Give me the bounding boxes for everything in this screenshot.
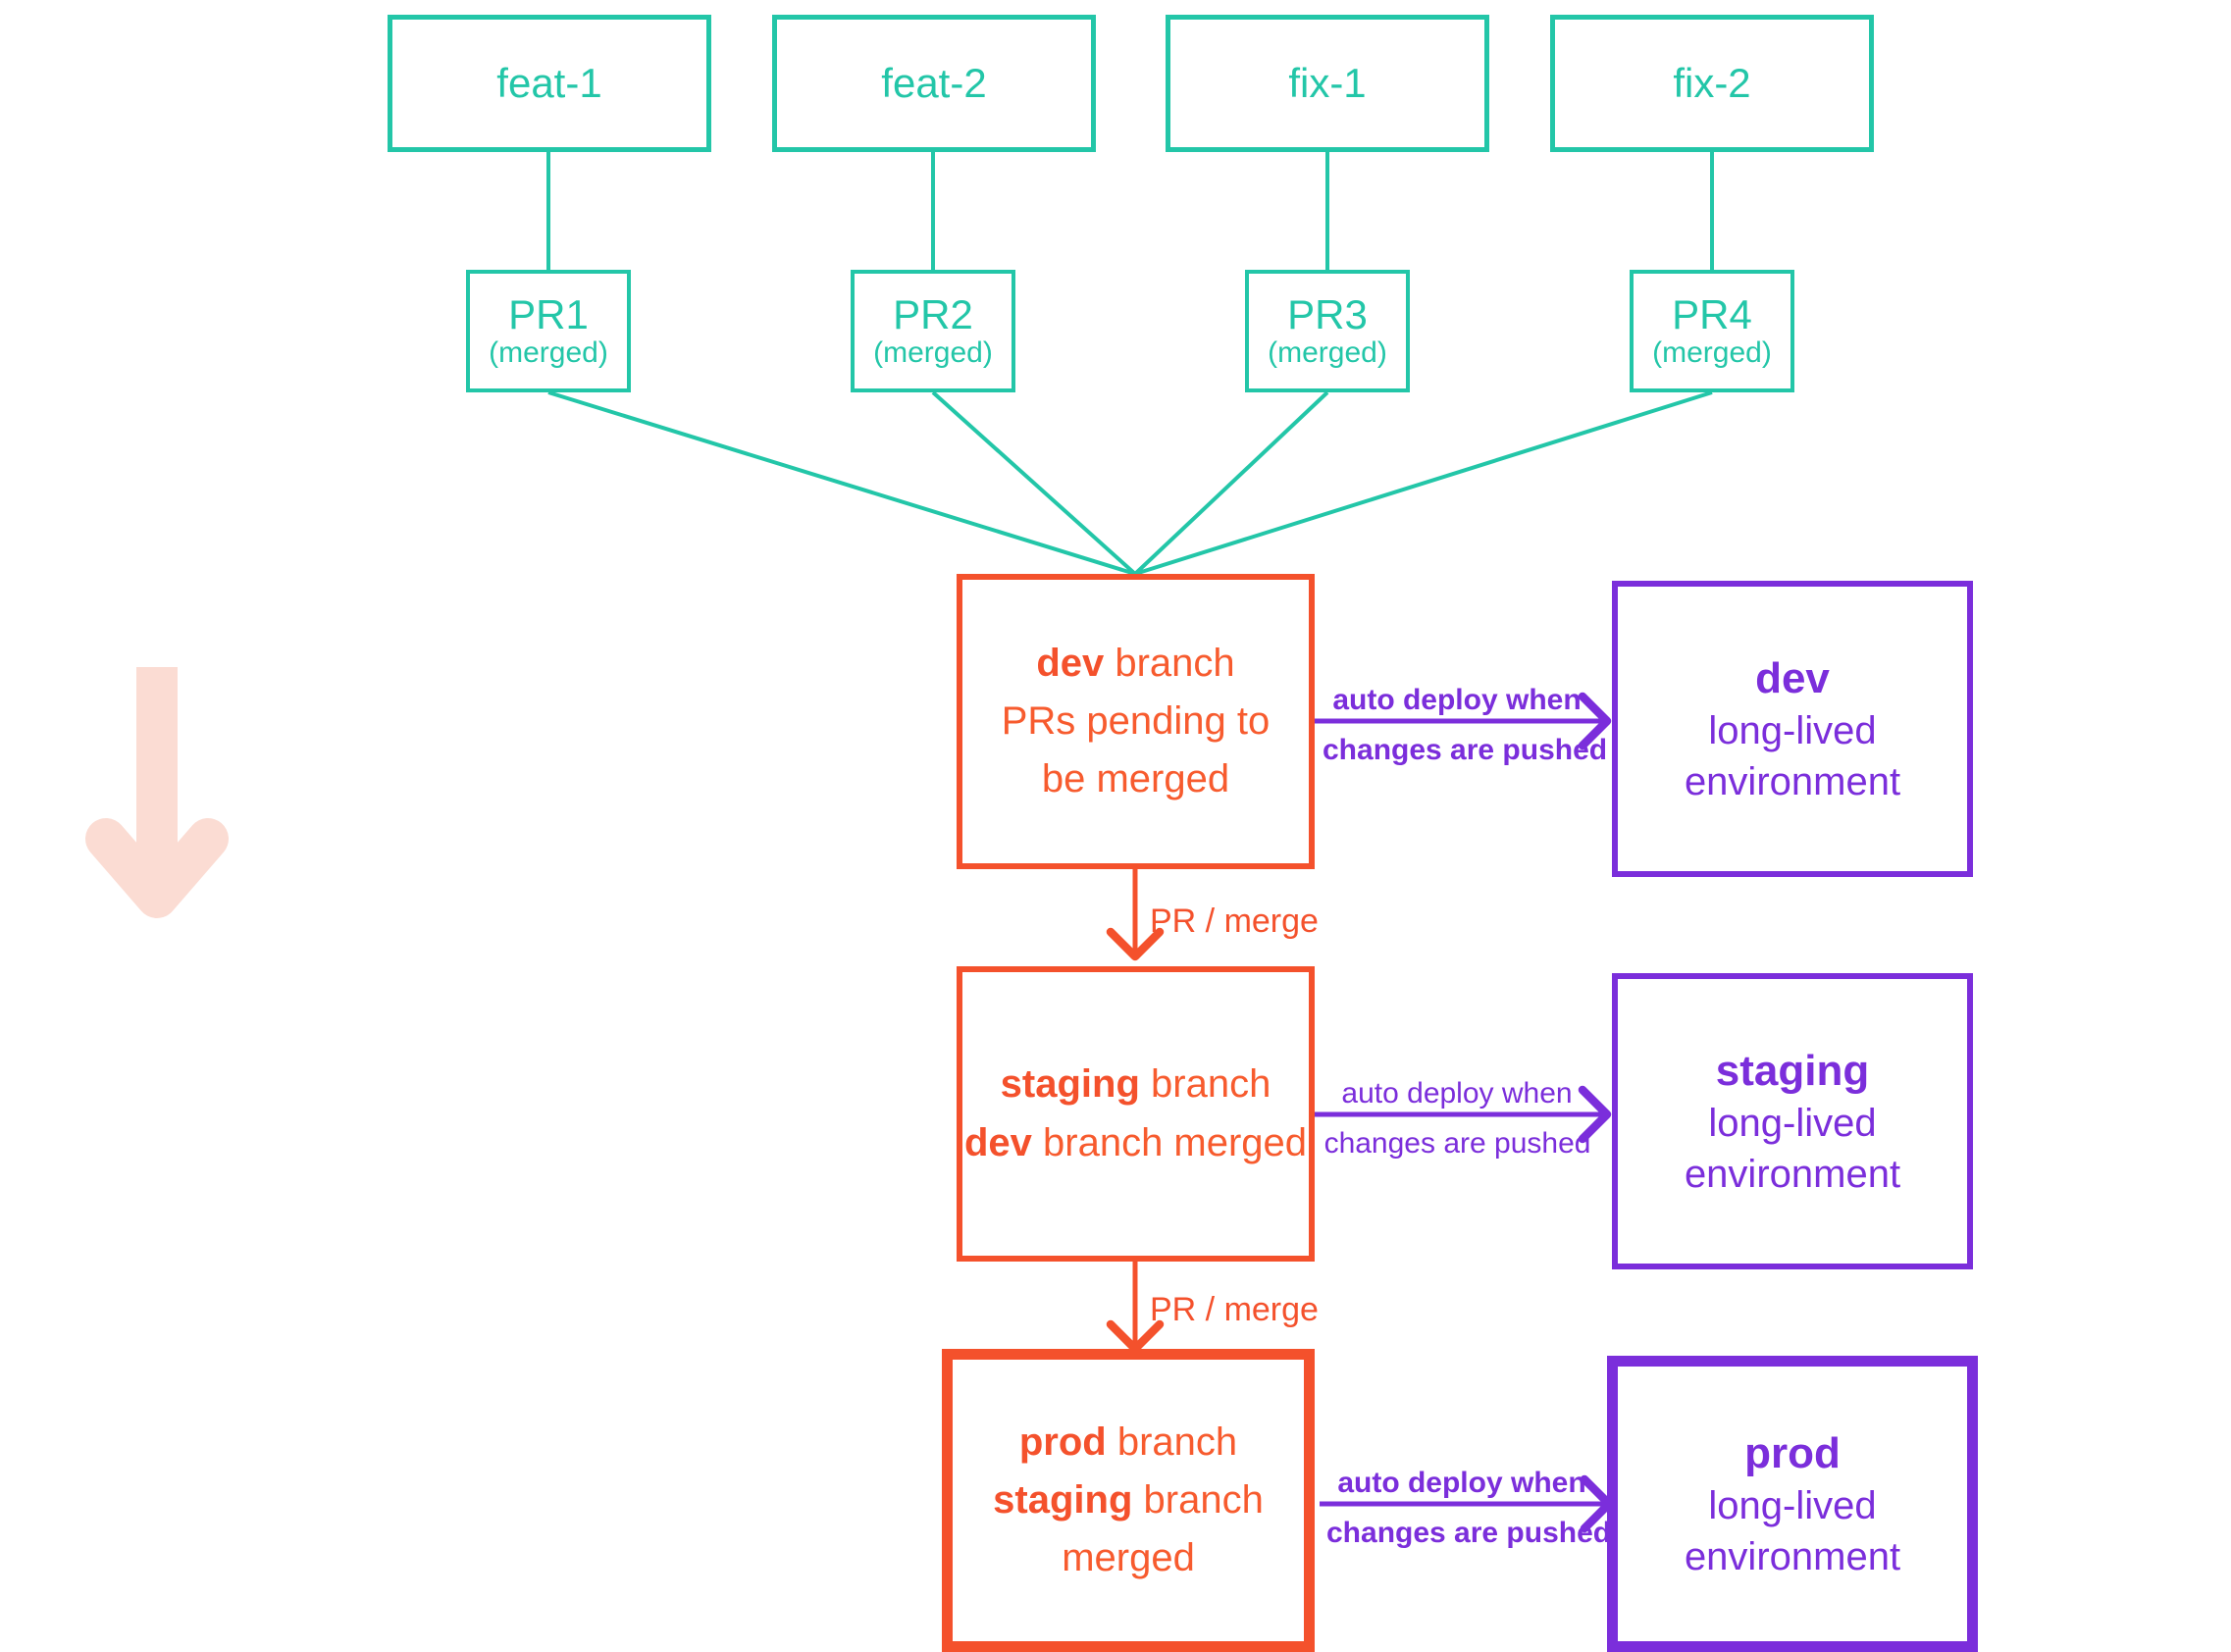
merge-label-staging-to-prod: PR / merge	[1150, 1291, 1319, 1328]
branch-detail-text: be merged	[1041, 757, 1230, 801]
branch-box-staging[interactable]: staging branch dev branch merged	[957, 966, 1315, 1262]
branch-detail-text: merged	[1062, 1536, 1195, 1580]
branch-title-suffix: branch	[1139, 1062, 1271, 1107]
branch-detail-line: staging branch	[993, 1471, 1264, 1529]
feature-branch-box-fix-1[interactable]: fix-1	[1166, 15, 1489, 152]
pull-request-name: PR3	[1287, 290, 1368, 337]
feature-branch-box-fix-2[interactable]: fix-2	[1550, 15, 1874, 152]
deploy-label-prod-bottom: changes are pushed	[1326, 1517, 1612, 1549]
environment-sub-line-1: long-lived	[1708, 1484, 1877, 1528]
environment-name: staging	[1715, 1047, 1870, 1096]
feature-branch-box-feat-2[interactable]: feat-2	[772, 15, 1096, 152]
environment-sub-line-2: environment	[1684, 759, 1901, 803]
feature-to-pr-connectors	[546, 152, 1714, 270]
branch-detail-emphasis: dev	[963, 1120, 1032, 1164]
branch-detail-line: PRs pending to	[1002, 693, 1271, 750]
pull-request-box-pr1[interactable]: PR1 (merged)	[466, 270, 631, 392]
deploy-label-dev-bottom: changes are pushed	[1323, 734, 1608, 766]
pull-request-status: (merged)	[1268, 336, 1387, 370]
environment-name: prod	[1744, 1429, 1841, 1478]
pull-request-name: PR4	[1672, 290, 1752, 337]
branch-title: staging branch	[1001, 1056, 1271, 1113]
branch-name: dev	[1036, 641, 1105, 685]
environment-sub-line-2: environment	[1684, 1152, 1901, 1196]
branch-box-prod[interactable]: prod branch staging branch merged	[942, 1349, 1315, 1652]
deploy-label-staging-top: auto deploy when	[1341, 1077, 1573, 1110]
branch-title-suffix: branch	[1106, 1420, 1238, 1464]
pull-request-status: (merged)	[873, 336, 993, 370]
environment-box-staging[interactable]: staging long-lived environment	[1612, 973, 1973, 1269]
environment-box-dev[interactable]: dev long-lived environment	[1612, 581, 1973, 877]
pull-request-box-pr2[interactable]: PR2 (merged)	[851, 270, 1015, 392]
deploy-label-prod-top: auto deploy when	[1337, 1467, 1586, 1499]
branch-detail-text: branch merged	[1031, 1120, 1308, 1164]
branch-name: staging	[1000, 1062, 1140, 1107]
environment-name: dev	[1755, 654, 1830, 703]
feature-branch-label: feat-1	[496, 59, 602, 106]
branch-detail-line: merged	[1062, 1529, 1195, 1587]
branch-detail-line: be merged	[1042, 750, 1229, 808]
pull-request-box-pr4[interactable]: PR4 (merged)	[1630, 270, 1794, 392]
branch-detail-text: branch	[1132, 1477, 1264, 1522]
branch-detail-text: PRs pending to	[1001, 698, 1271, 743]
downward-flow-arrow	[85, 667, 229, 918]
branch-detail-line: dev branch merged	[964, 1114, 1307, 1172]
branch-name: prod	[1018, 1420, 1107, 1464]
environment-sub-line-1: long-lived	[1708, 709, 1877, 753]
branch-title-suffix: branch	[1104, 641, 1235, 685]
feature-branch-box-feat-1[interactable]: feat-1	[388, 15, 711, 152]
feature-branch-label: fix-2	[1673, 59, 1751, 106]
branch-title: dev branch	[1036, 635, 1234, 693]
branch-box-dev[interactable]: dev branch PRs pending to be merged	[957, 574, 1315, 869]
pull-request-name: PR2	[893, 290, 973, 337]
pull-request-name: PR1	[508, 290, 589, 337]
pull-request-box-pr3[interactable]: PR3 (merged)	[1245, 270, 1410, 392]
pr-to-dev-connectors	[547, 390, 1713, 576]
environment-sub-line-2: environment	[1684, 1534, 1901, 1578]
pull-request-status: (merged)	[489, 336, 608, 370]
branch-detail-emphasis: staging	[993, 1477, 1133, 1522]
deploy-label-staging-bottom: changes are pushed	[1323, 1127, 1591, 1160]
feature-branch-label: fix-1	[1288, 59, 1367, 106]
environment-sub-line-1: long-lived	[1708, 1102, 1877, 1146]
branch-title: prod branch	[1019, 1414, 1237, 1471]
pull-request-status: (merged)	[1652, 336, 1772, 370]
feature-branch-label: feat-2	[881, 59, 987, 106]
deploy-label-dev-top: auto deploy when	[1332, 684, 1582, 716]
merge-label-dev-to-staging: PR / merge	[1150, 903, 1319, 940]
environment-box-prod[interactable]: prod long-lived environment	[1607, 1356, 1978, 1652]
